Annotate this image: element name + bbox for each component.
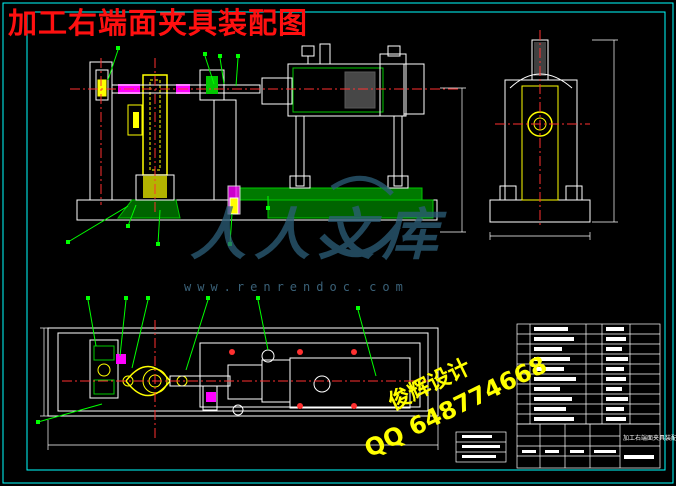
title-block-marks [462,435,654,459]
watermark-logo: 人人文库 [190,175,447,268]
front-dimensions [440,87,466,233]
air-cylinder [261,43,425,117]
watermark-logo-text: 人人文库 [190,202,447,268]
front-view [70,43,466,233]
workpiece [118,74,190,201]
front-centerlines [70,58,460,215]
front-base-plate [76,187,438,221]
title-block-drawing-name: 加工右端面夹具装配图 [623,434,676,442]
part-balloons [36,46,360,424]
pull-rod [111,69,261,101]
part-leaders [37,49,377,423]
parts-list-entries [534,327,628,421]
watermark-site-url: www.renrendoc.com [184,280,409,294]
drawing-title: 加工右端面夹具装配图 [8,6,309,40]
side-view [489,30,618,240]
title-block [455,423,661,469]
cylinder-stands [289,115,409,189]
top-view [40,320,439,450]
middle-support [213,99,241,215]
parts-list [516,323,661,425]
